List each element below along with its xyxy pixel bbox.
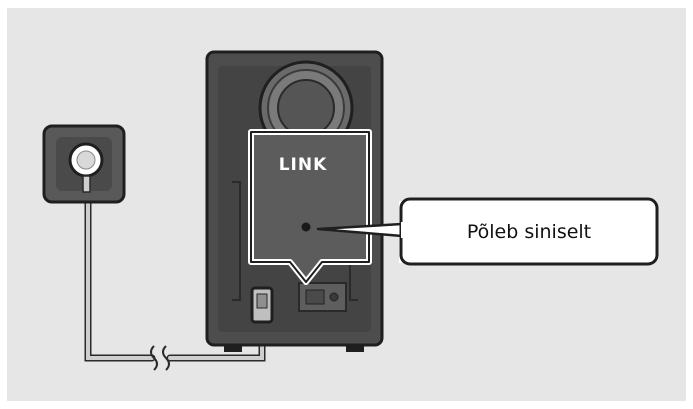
led-indicator-icon: [301, 222, 311, 232]
power-plug-icon: [250, 286, 274, 324]
link-label: LINK: [279, 155, 328, 175]
wall-outlet-icon: [42, 124, 126, 204]
callout-text: Põleb siniselt: [467, 221, 591, 243]
link-indicator-panel: LINK: [248, 129, 372, 285]
status-callout: Põleb siniselt: [316, 197, 659, 266]
cable-break-icon: [150, 345, 170, 371]
